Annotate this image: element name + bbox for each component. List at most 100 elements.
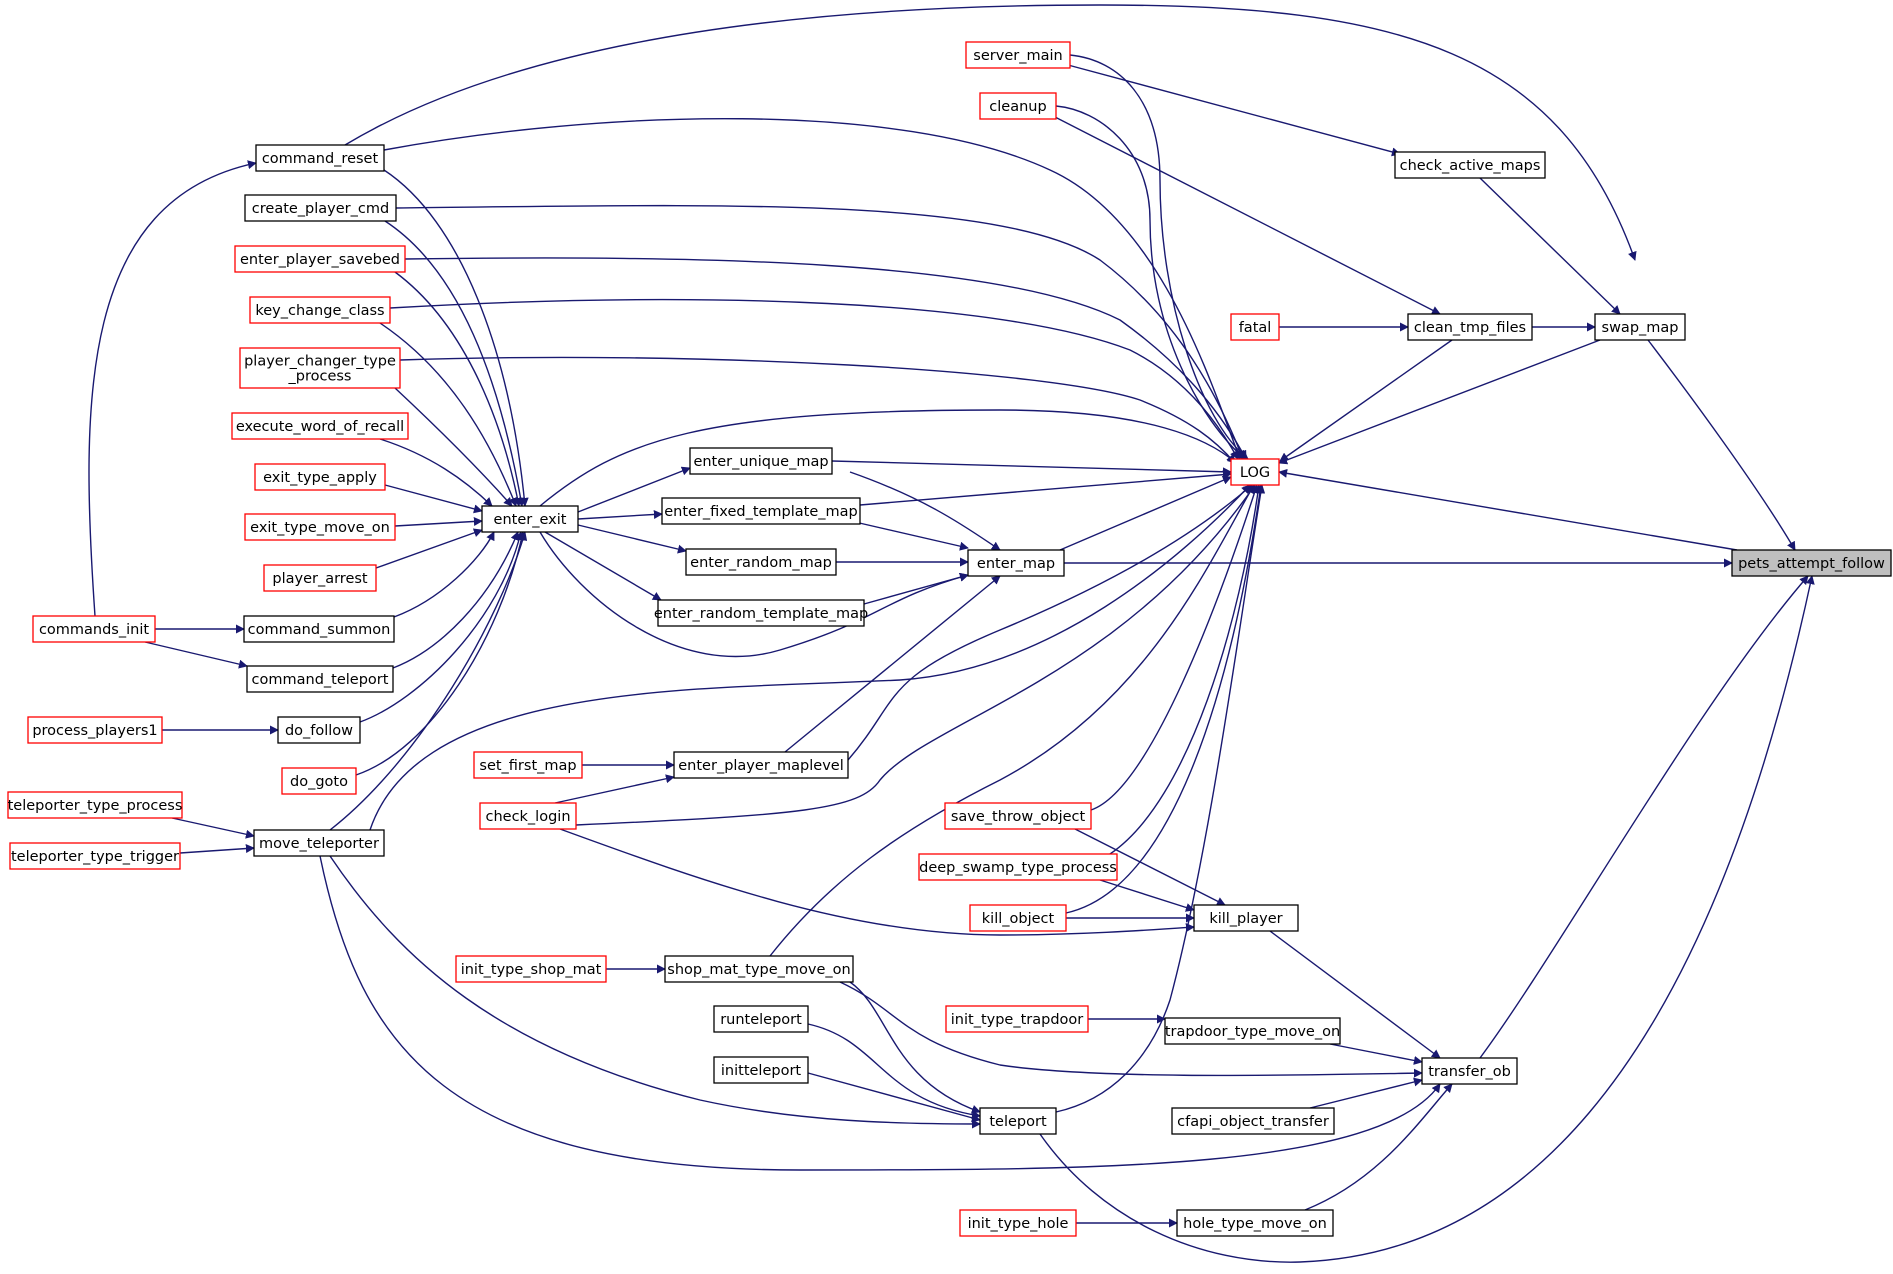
node-pets_attempt_follow[interactable]: pets_attempt_follow: [1731, 549, 1892, 577]
node-trapdoor_type_move_on[interactable]: trapdoor_type_move_on: [1164, 1017, 1341, 1045]
node-label: swap_map: [1602, 320, 1679, 336]
edge-execute_word_of_recall-enter_exit: [379, 438, 493, 507]
edge-check_login-kill_player: [559, 828, 1195, 936]
edge-check_login-enter_player_maplevel: [554, 774, 675, 804]
node-label: do_goto: [290, 774, 348, 790]
node-enter_exit[interactable]: enter_exit: [481, 505, 579, 533]
node-label: LOG: [1240, 465, 1270, 481]
node-create_player_cmd[interactable]: create_player_cmd: [244, 194, 397, 222]
node-box: [713, 1056, 809, 1084]
node-box: [967, 549, 1065, 577]
node-deep_swamp_type_process[interactable]: deep_swamp_type_process: [918, 853, 1118, 881]
node-cleanup[interactable]: cleanup: [979, 92, 1057, 120]
node-key_change_class[interactable]: key_change_class: [249, 296, 391, 324]
node-player_arrest[interactable]: player_arrest: [263, 564, 377, 592]
node-box: [1407, 313, 1533, 341]
node-box: [673, 751, 849, 779]
edge-move_teleporter-teleport: [329, 855, 981, 1129]
node-clean_tmp_files[interactable]: clean_tmp_files: [1407, 313, 1533, 341]
node-process_players1[interactable]: process_players1: [27, 716, 163, 744]
node-teleporter_type_process[interactable]: teleporter_type_process: [7, 791, 183, 819]
node-enter_fixed_template_map[interactable]: enter_fixed_template_map: [661, 497, 861, 525]
edge-cfapi_object_transfer-transfer_ob: [1309, 1077, 1423, 1109]
node-enter_map[interactable]: enter_map: [967, 549, 1065, 577]
node-swap_map[interactable]: swap_map: [1594, 313, 1686, 341]
node-box: [713, 1005, 809, 1033]
node-enter_player_savebed[interactable]: enter_player_savebed: [234, 245, 406, 273]
edge-key_change_class-enter_exit: [379, 322, 518, 507]
edge-transfer_ob-pets_attempt_follow: [1479, 575, 1809, 1059]
node-label: enter_player_savebed: [240, 252, 400, 268]
node-exit_type_move_on[interactable]: exit_type_move_on: [244, 513, 396, 541]
edge-deep_swamp_type_process-kill_player: [1099, 879, 1195, 912]
edge-check_active_maps-swap_map: [1479, 177, 1621, 315]
node-label: teleporter_type_process: [8, 798, 183, 814]
node-label: pets_attempt_follow: [1738, 556, 1885, 572]
edge-player_changer_type_process-LOG: [399, 356, 1236, 464]
node-save_throw_object[interactable]: save_throw_object: [944, 802, 1092, 830]
node-shop_mat_type_move_on[interactable]: shop_mat_type_move_on: [664, 955, 854, 983]
node-box: [1421, 1057, 1518, 1085]
node-enter_random_map[interactable]: enter_random_map: [685, 548, 837, 576]
node-label: move_teleporter: [259, 836, 379, 852]
node-label: command_teleport: [252, 672, 389, 688]
edge-cleanup-LOG: [1055, 105, 1246, 460]
node-box: [1731, 549, 1892, 577]
node-label: init_type_shop_mat: [461, 962, 602, 978]
edge-exit_type_move_on-enter_exit: [394, 516, 483, 527]
node-label: enter_unique_map: [693, 454, 828, 470]
node-move_teleporter[interactable]: move_teleporter: [253, 829, 385, 857]
node-command_teleport[interactable]: command_teleport: [246, 665, 394, 693]
edge-shop_mat_type_move_on-LOG: [769, 484, 1255, 957]
node-exit_type_apply[interactable]: exit_type_apply: [254, 463, 386, 491]
edge-enter_fixed_template_map-LOG: [859, 470, 1232, 506]
node-box: [244, 194, 397, 222]
node-server_main[interactable]: server_main: [965, 41, 1071, 69]
node-box: [1230, 458, 1280, 486]
node-label: _process: [288, 369, 352, 385]
node-init_type_trapdoor[interactable]: init_type_trapdoor: [945, 1005, 1089, 1033]
node-LOG[interactable]: LOG: [1230, 458, 1280, 486]
node-check_login[interactable]: check_login: [479, 802, 577, 830]
node-box: [664, 955, 854, 983]
node-set_first_map[interactable]: set_first_map: [473, 751, 583, 779]
node-enter_unique_map[interactable]: enter_unique_map: [689, 447, 833, 475]
edge-move_teleporter-enter_exit: [329, 531, 528, 831]
node-teleport[interactable]: teleport: [979, 1107, 1057, 1135]
node-transfer_ob[interactable]: transfer_ob: [1421, 1057, 1518, 1085]
node-execute_word_of_recall[interactable]: execute_word_of_recall: [231, 412, 409, 440]
node-box: [1193, 904, 1299, 932]
node-fatal[interactable]: fatal: [1230, 313, 1280, 341]
node-hole_type_move_on[interactable]: hole_type_move_on: [1176, 1209, 1334, 1237]
node-enter_random_template_map[interactable]: enter_random_template_map: [654, 599, 868, 627]
node-init_type_hole[interactable]: init_type_hole: [959, 1209, 1077, 1237]
node-initteleport[interactable]: initteleport: [713, 1056, 809, 1084]
node-kill_player[interactable]: kill_player: [1193, 904, 1299, 932]
node-box: [244, 513, 396, 541]
node-commands_init[interactable]: commands_init: [32, 615, 156, 643]
node-box: [657, 599, 865, 627]
node-command_summon[interactable]: command_summon: [243, 615, 395, 643]
node-init_type_shop_mat[interactable]: init_type_shop_mat: [455, 955, 607, 983]
node-command_reset[interactable]: command_reset: [255, 144, 385, 172]
node-check_active_maps[interactable]: check_active_maps: [1394, 151, 1546, 179]
node-label: set_first_map: [479, 758, 576, 774]
node-cfapi_object_transfer[interactable]: cfapi_object_transfer: [1171, 1107, 1335, 1135]
node-kill_object[interactable]: kill_object: [969, 904, 1067, 932]
node-box: [255, 144, 385, 172]
node-box: [481, 505, 579, 533]
node-teleporter_type_trigger[interactable]: teleporter_type_trigger: [9, 842, 181, 870]
node-box: [1230, 313, 1280, 341]
node-box: [944, 802, 1092, 830]
node-box: [239, 347, 401, 389]
edge-commands_init-command_reset: [88, 160, 257, 617]
node-enter_player_maplevel[interactable]: enter_player_maplevel: [673, 751, 849, 779]
node-do_goto[interactable]: do_goto: [281, 767, 357, 795]
node-box: [455, 955, 607, 983]
node-do_follow[interactable]: do_follow: [277, 716, 361, 744]
node-player_changer_type_process[interactable]: player_changer_type_process: [239, 347, 401, 389]
node-box: [277, 716, 361, 744]
node-runteleport[interactable]: runteleport: [713, 1005, 809, 1033]
node-box: [1394, 151, 1546, 179]
